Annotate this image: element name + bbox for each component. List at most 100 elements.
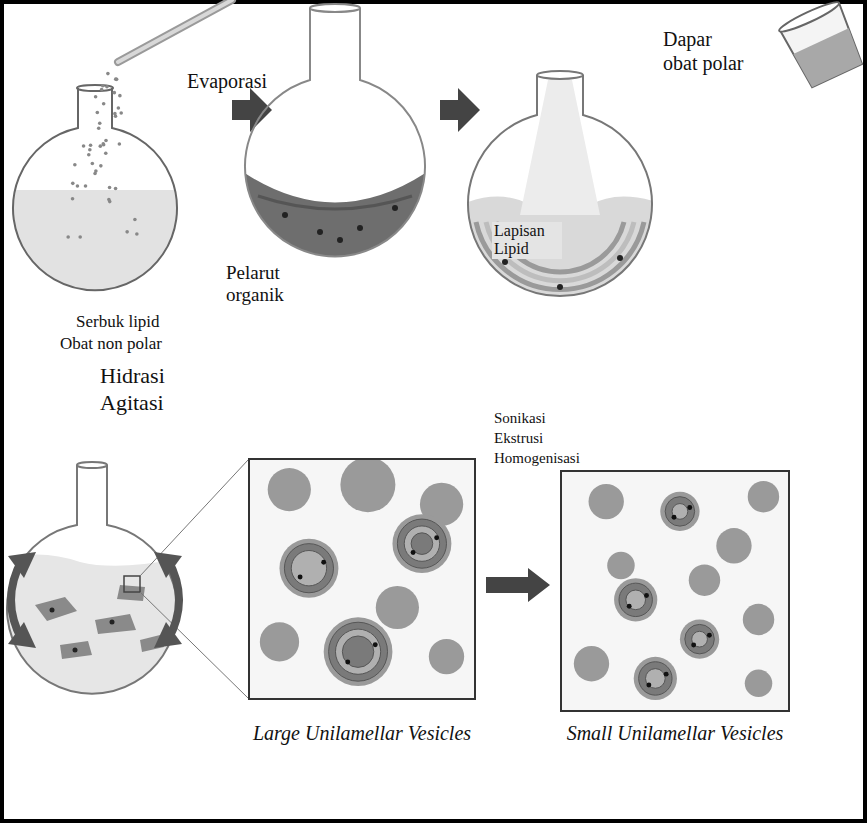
vesicle — [321, 560, 326, 565]
vesicle — [434, 535, 439, 540]
vesicle — [619, 583, 652, 616]
lipid-layer-label: Lapisan Lipid — [492, 222, 562, 259]
method-label: Sonikasi — [494, 410, 546, 427]
vesicle — [743, 604, 774, 635]
powder-dot — [101, 84, 105, 88]
powder-dot — [100, 88, 104, 92]
vesicle — [373, 642, 378, 647]
step-arrow — [486, 568, 550, 602]
powder-dot — [105, 85, 109, 89]
vesicle — [268, 468, 311, 511]
powder-dot — [106, 72, 110, 76]
vesicle — [411, 550, 416, 555]
method-label: Ekstrusi — [494, 430, 543, 447]
ingredient-label: Obat non polar — [60, 334, 162, 354]
vesicle — [397, 519, 446, 568]
powder-dot — [89, 143, 93, 147]
flask-hydrate — [460, 0, 867, 300]
powder-dot — [113, 91, 117, 95]
flask-powder — [0, 0, 232, 310]
powder-dot — [76, 184, 80, 188]
step-label: Hidrasi — [100, 363, 165, 388]
method-label: Homogenisasi — [494, 450, 580, 467]
powder-dot — [104, 139, 108, 143]
vesicle — [660, 492, 699, 531]
powder-dot — [119, 111, 123, 115]
powder-dot — [113, 112, 117, 116]
powder-dot — [133, 218, 137, 222]
vesicle — [392, 514, 451, 573]
powder-dot — [135, 232, 139, 236]
vesicle — [689, 564, 720, 595]
powder-dot — [118, 142, 122, 146]
step-label: Agitasi — [100, 390, 164, 415]
powder-dot — [73, 163, 77, 167]
vesicle — [672, 504, 688, 520]
vesicle-panel: Small Unilamellar Vesicles — [560, 470, 790, 745]
vesicle — [607, 552, 635, 580]
powder-dot — [101, 142, 105, 146]
powder-dot — [99, 164, 103, 168]
vesicle — [644, 593, 649, 598]
powder-dot — [88, 148, 92, 152]
vesicle — [680, 619, 719, 658]
powder-dot — [107, 198, 111, 202]
panel-caption: Large Unilamellar Vesicles — [218, 722, 506, 745]
step-label: Evaporasi — [187, 70, 267, 93]
powder-dot — [96, 111, 100, 115]
vesicle — [340, 460, 395, 512]
vesicle — [672, 515, 677, 520]
vesicle — [260, 622, 299, 661]
vesicle — [634, 657, 677, 700]
flask-agitate — [0, 460, 248, 700]
vesicle — [614, 578, 657, 621]
vesicle — [429, 639, 464, 674]
vesicle — [298, 575, 303, 580]
powder-dot — [125, 230, 129, 234]
vesicle — [291, 551, 326, 586]
panel-caption: Small Unilamellar Vesicles — [530, 722, 820, 745]
vesicle — [329, 622, 388, 681]
vesicle — [627, 604, 632, 609]
powder-dot — [71, 182, 75, 186]
flask-evaporate — [230, 4, 440, 270]
powder-dot — [118, 94, 122, 98]
powder-dot — [82, 144, 86, 148]
panel-box — [248, 458, 476, 700]
vesicle — [687, 505, 692, 510]
vesicle-drawing — [562, 472, 788, 710]
powder-dot — [97, 127, 101, 131]
vesicle-panel: Large Unilamellar Vesicles — [248, 458, 476, 745]
vesicle — [716, 528, 751, 563]
powder-dot — [71, 197, 75, 201]
panel-box — [560, 470, 790, 712]
powder-dot — [94, 95, 98, 99]
powder-dot — [102, 143, 106, 147]
powder-dot — [93, 172, 97, 176]
step-arrow — [440, 88, 480, 132]
powder-dot — [84, 184, 88, 188]
vesicle — [345, 660, 350, 665]
vesicle — [664, 672, 669, 677]
vesicle — [745, 670, 773, 698]
vesicle — [284, 544, 333, 593]
vesicle — [748, 481, 779, 512]
powder-dot — [115, 78, 119, 82]
buffer-label: Dapar — [663, 28, 712, 51]
powder-dot — [108, 186, 112, 190]
solvent-label: Pelarut organik — [226, 262, 302, 306]
powder-dot — [117, 106, 121, 110]
vesicle — [707, 633, 712, 638]
vesicle — [324, 617, 393, 686]
powder-dot — [66, 235, 70, 239]
vesicle — [589, 484, 624, 519]
powder-dot — [114, 77, 118, 81]
vesicle — [335, 629, 380, 674]
vesicle — [692, 631, 708, 647]
vesicle-drawing — [250, 460, 474, 698]
vesicle — [646, 682, 651, 687]
vesicle — [279, 539, 338, 598]
vesicle — [691, 643, 696, 648]
powder-dot — [102, 102, 106, 106]
vesicle — [411, 533, 433, 555]
